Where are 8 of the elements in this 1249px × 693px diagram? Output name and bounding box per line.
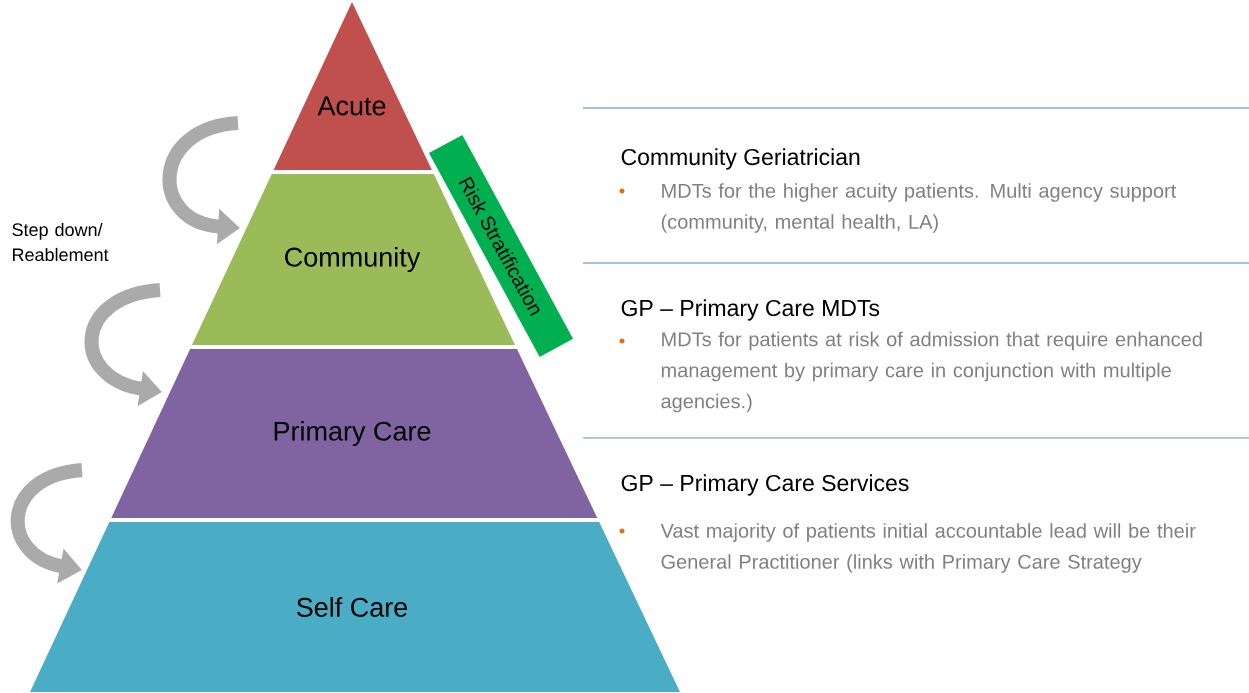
heading: Community Geriatrician [621,148,860,170]
side-note: Step down/ Reablement [12,222,109,262]
heading: GP – Primary Care Services [621,474,909,496]
bullet-text: MDTs for the higher acuity patients. Multi agency support (community, mental health, LA) [661,183,1177,233]
pyramid-tier: Acute [273,2,432,170]
bullet-text: MDTs for patients at risk of admission that require enhanced management by primary care in conjunction with multiple agencies.) [661,331,1202,413]
heading: GP – Primary Care MDTs [621,299,880,321]
pyramid-tier: Primary Care [111,349,598,518]
